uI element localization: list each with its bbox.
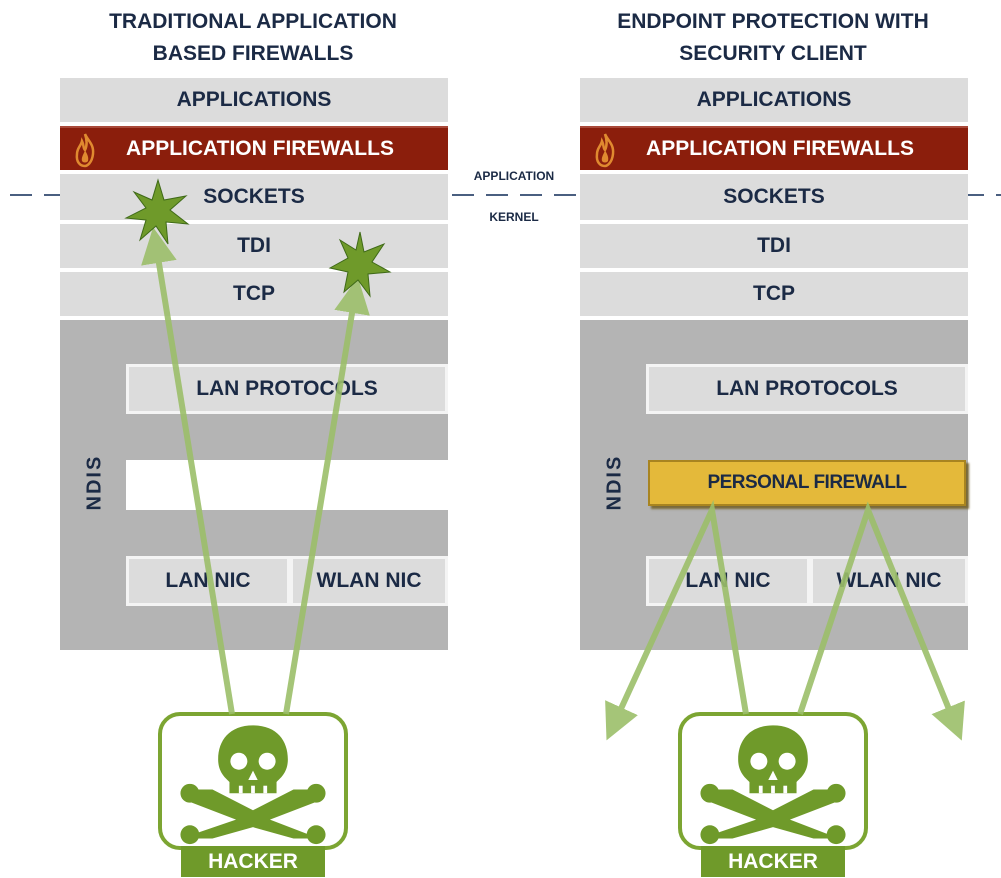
- empty-filter-slot: [126, 460, 448, 510]
- hacker-label: HACKER: [181, 846, 325, 877]
- layer-tdi: TDI: [60, 224, 448, 268]
- layer-lan-protocols: LAN PROTOCOLS: [126, 364, 448, 414]
- hacker-frame: [158, 712, 348, 850]
- layer-tdi: TDI: [580, 224, 968, 268]
- skull-crossbones-icon: [180, 725, 326, 845]
- application-boundary-label: APPLICATION: [473, 169, 555, 183]
- layer-lan-nic: LAN NIC: [646, 556, 810, 606]
- ndis-label: NDIS: [603, 454, 626, 511]
- skull-crossbones-icon: [700, 725, 846, 845]
- flame-icon: [595, 133, 615, 168]
- hacker-label: HACKER: [701, 846, 845, 877]
- kernel-boundary-label: KERNEL: [489, 210, 539, 224]
- ndis-label: NDIS: [83, 454, 106, 511]
- hacker-frame: [678, 712, 868, 850]
- layer-tcp: TCP: [60, 272, 448, 316]
- layer-lan-nic: LAN NIC: [126, 556, 290, 606]
- hacker-badge: HACKER: [158, 712, 348, 877]
- layer-tcp: TCP: [580, 272, 968, 316]
- layer-lan-protocols: LAN PROTOCOLS: [646, 364, 968, 414]
- hacker-badge: HACKER: [678, 712, 868, 877]
- layer-sockets: SOCKETS: [580, 174, 968, 220]
- layer-applications: APPLICATIONS: [580, 78, 968, 122]
- application-firewalls-label: APPLICATION FIREWALLS: [646, 137, 914, 160]
- application-firewalls-label: APPLICATION FIREWALLS: [126, 137, 394, 160]
- left-panel: TRADITIONAL APPLICATION BASED FIREWALLS …: [58, 0, 453, 878]
- layer-application-firewalls: APPLICATION FIREWALLS: [60, 126, 448, 170]
- layer-wlan-nic: WLAN NIC: [810, 556, 968, 606]
- layer-personal-firewall: PERSONAL FIREWALL: [648, 460, 966, 506]
- layer-applications: APPLICATIONS: [60, 78, 448, 122]
- left-panel-title: TRADITIONAL APPLICATION BASED FIREWALLS: [109, 10, 397, 65]
- layer-application-firewalls: APPLICATION FIREWALLS: [580, 126, 968, 170]
- right-panel: ENDPOINT PROTECTION WITH SECURITY CLIENT…: [578, 0, 973, 878]
- right-panel-title: ENDPOINT PROTECTION WITH SECURITY CLIENT: [617, 10, 929, 65]
- layer-sockets: SOCKETS: [60, 174, 448, 220]
- layer-wlan-nic: WLAN NIC: [290, 556, 448, 606]
- flame-icon: [75, 133, 95, 168]
